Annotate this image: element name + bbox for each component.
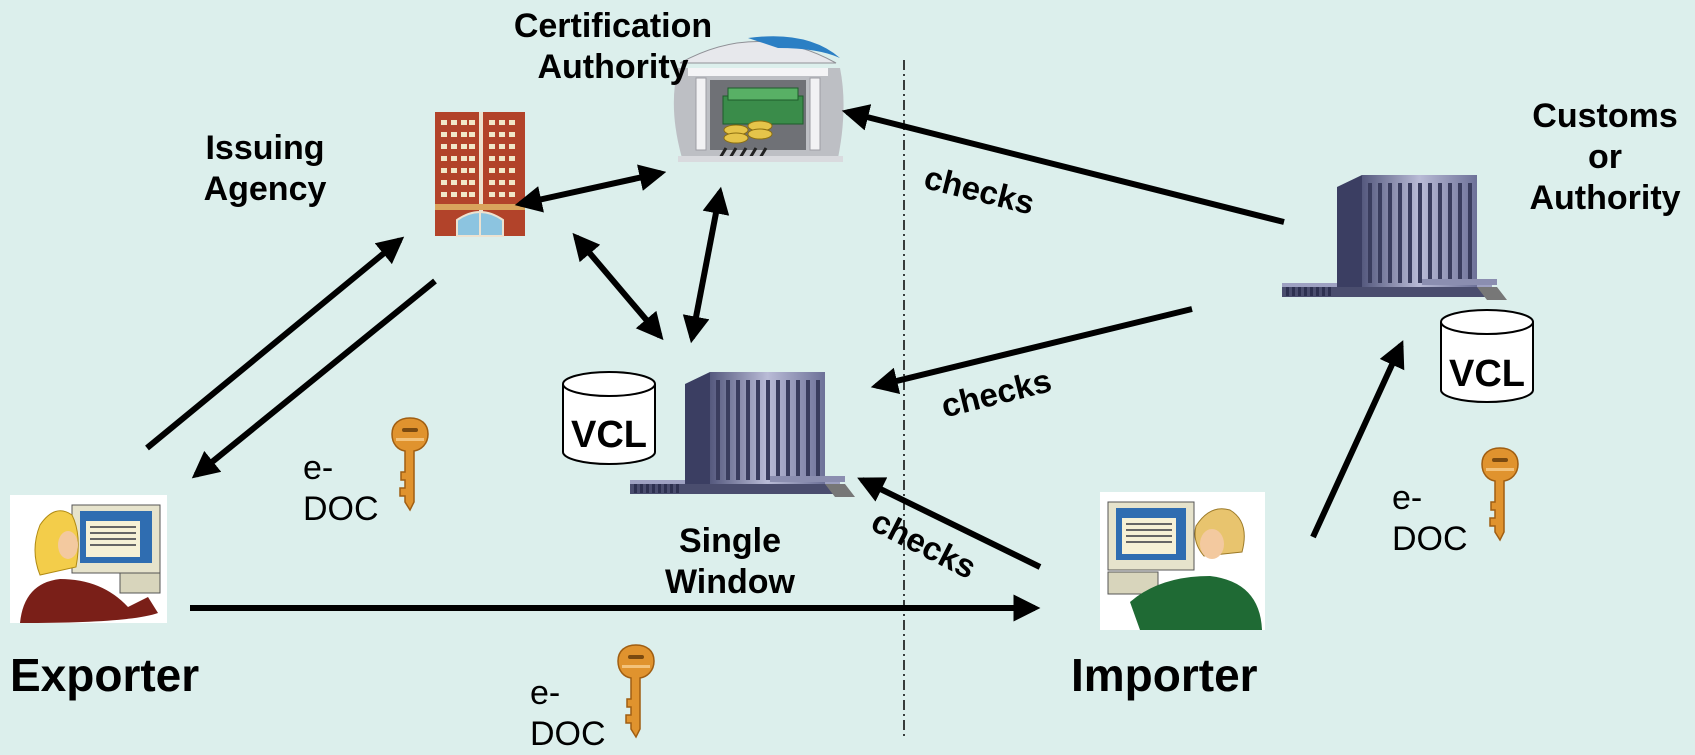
arrow-agency-to-exporter bbox=[191, 278, 437, 479]
key-icon bbox=[617, 644, 655, 738]
vcl-label: VCL bbox=[1449, 353, 1525, 395]
importer-label: Importer bbox=[1071, 649, 1258, 701]
single-window-label: Single Window bbox=[665, 522, 795, 601]
edoc-label: e- DOC bbox=[303, 449, 379, 528]
edoc-label: e- DOC bbox=[530, 674, 606, 753]
certification-authority-label: Certification Authority bbox=[513, 7, 713, 86]
arrow-customs-checks-single-window bbox=[870, 306, 1193, 395]
exporter-computer-icon bbox=[10, 495, 167, 623]
arrow-agency-certification bbox=[514, 164, 667, 213]
arrow-exporter-to-agency bbox=[145, 236, 405, 451]
key-icon bbox=[391, 417, 429, 511]
single-window-building-icon bbox=[630, 372, 855, 497]
bank-icon bbox=[673, 36, 844, 162]
customs-building-icon bbox=[1282, 175, 1507, 300]
exporter-label: Exporter bbox=[10, 649, 200, 701]
arrow-importer-checks-single-window bbox=[857, 477, 1042, 570]
vcl-label: VCL bbox=[571, 414, 647, 456]
arrow-certification-single-window bbox=[682, 186, 730, 344]
arrow-customs-checks-certification bbox=[841, 104, 1285, 225]
arrow-agency-single-window bbox=[572, 232, 664, 341]
importer-computer-icon bbox=[1100, 492, 1265, 630]
issuing-agency-label: Issuing Agency bbox=[203, 129, 327, 208]
agency-building-icon bbox=[435, 112, 525, 237]
arrow-importer-to-customs bbox=[1310, 340, 1405, 539]
customs-authority-label: Customs or Authority bbox=[1529, 97, 1681, 217]
key-icon bbox=[1481, 447, 1519, 541]
edoc-label: e- DOC bbox=[1392, 479, 1468, 558]
